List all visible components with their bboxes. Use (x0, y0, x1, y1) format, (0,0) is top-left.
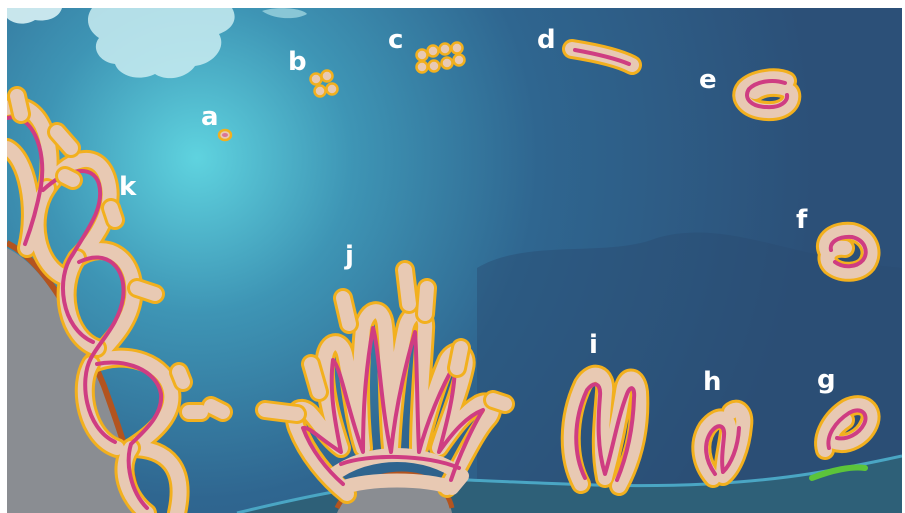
label-e: e (699, 65, 717, 95)
label-d: d (537, 25, 556, 55)
stage-i-polyp (571, 375, 640, 486)
label-h: h (703, 367, 722, 397)
diagram-canvas: a b c d e f g h i j k (7, 8, 902, 513)
label-j: j (344, 241, 354, 271)
label-i: i (589, 330, 598, 360)
stage-h-polyp (701, 410, 743, 478)
label-k: k (119, 172, 137, 202)
label-a: a (201, 102, 219, 132)
stage-g-settling-larva (824, 405, 870, 450)
stage-f-larva (826, 232, 871, 272)
stage-a-cell (219, 130, 231, 140)
label-f: f (796, 205, 808, 235)
label-g: g (817, 365, 836, 395)
stage-e-larva (742, 78, 791, 111)
label-b: b (288, 47, 307, 77)
label-c: c (388, 25, 403, 55)
life-cycle-diagram: a b c d e f g h i j k (7, 8, 902, 513)
